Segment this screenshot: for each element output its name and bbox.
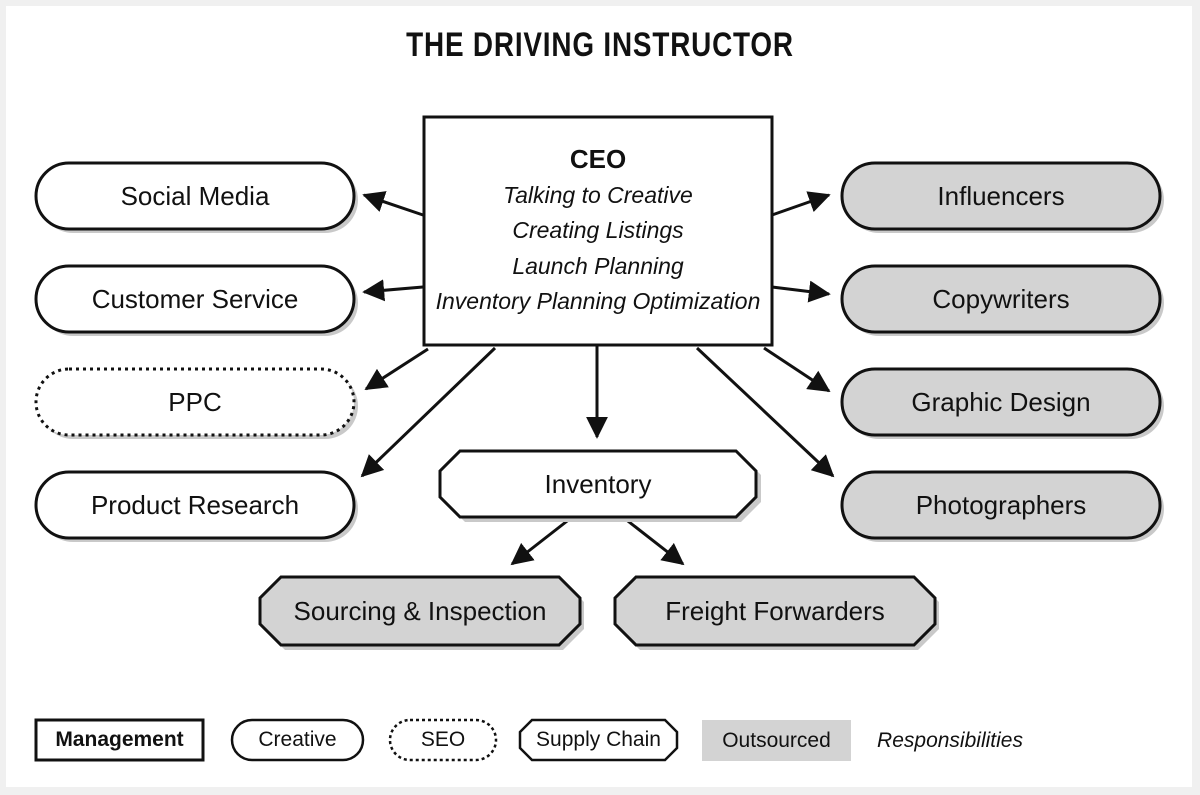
legend-outsourced-swatch — [702, 720, 851, 761]
arrow-inventory-freight — [623, 516, 685, 566]
arrow-inventory-sourcing — [510, 516, 572, 566]
arrow-ceo-influencers — [771, 191, 831, 217]
freight-forwarders-label: Freight Forwarders — [665, 595, 885, 626]
arrow-ceo-graphic-design — [763, 346, 831, 393]
graphic-design-node — [840, 367, 1162, 437]
copywriters-node — [840, 264, 1162, 334]
arrow-ceo-product-research — [360, 346, 497, 478]
influencers-node — [840, 161, 1162, 231]
photographers-label: Photographers — [915, 489, 1087, 520]
graphic-design-label: Graphic Design — [911, 386, 1091, 417]
ceo-responsibility-3: Launch Planning — [512, 252, 684, 279]
social-media-node — [34, 161, 356, 231]
ceo-content: CEO Talking to Creative Creating Listing… — [426, 118, 770, 344]
arrow-ceo-ppc — [364, 347, 429, 391]
arrow-ceo-photographers — [695, 346, 835, 478]
ppc-node — [34, 367, 356, 437]
ppc-label: PPC — [168, 386, 222, 417]
legend-supply-chain-swatch — [518, 718, 679, 762]
customer-service-node — [34, 264, 356, 334]
legend-management: Management — [55, 728, 184, 751]
photographers-node — [840, 470, 1162, 540]
product-research-label: Product Research — [90, 489, 300, 520]
copywriters-label: Copywriters — [932, 283, 1070, 314]
diagram-title: THE DRIVING INSTRUCTOR — [406, 26, 794, 64]
sourcing-inspection-label: Sourcing & Inspection — [293, 595, 547, 626]
ceo-responsibility-4: Inventory Planning Optimization — [435, 288, 761, 315]
legend-seo-swatch — [388, 718, 498, 762]
freight-node — [613, 575, 937, 647]
arrow-ceo-copywriters — [771, 280, 831, 303]
customer-service-label: Customer Service — [91, 283, 299, 314]
sourcing-node — [258, 575, 582, 647]
ceo-responsibility-1: Talking to Creative — [503, 181, 693, 208]
arrow-ceo-customer-service — [362, 279, 424, 302]
legend-responsibilities: Responsibilities — [877, 728, 1023, 752]
ceo-title: CEO — [569, 144, 627, 175]
legend-supply-chain: Supply Chain — [536, 728, 661, 751]
influencers-label: Influencers — [937, 180, 1065, 211]
legend-creative-swatch — [230, 718, 365, 762]
legend-creative: Creative — [258, 728, 337, 751]
legend-outsourced: Outsourced — [722, 728, 831, 752]
product-research-node — [34, 470, 356, 540]
ceo-box — [422, 115, 774, 347]
inventory-label: Inventory — [544, 468, 652, 499]
inventory-node — [438, 449, 758, 519]
social-media-label: Social Media — [120, 180, 270, 211]
legend-seo: SEO — [420, 728, 466, 751]
legend-management-swatch — [34, 718, 205, 762]
ceo-responsibility-2: Creating Listings — [512, 217, 684, 244]
arrow-ceo-social-media — [362, 191, 424, 217]
